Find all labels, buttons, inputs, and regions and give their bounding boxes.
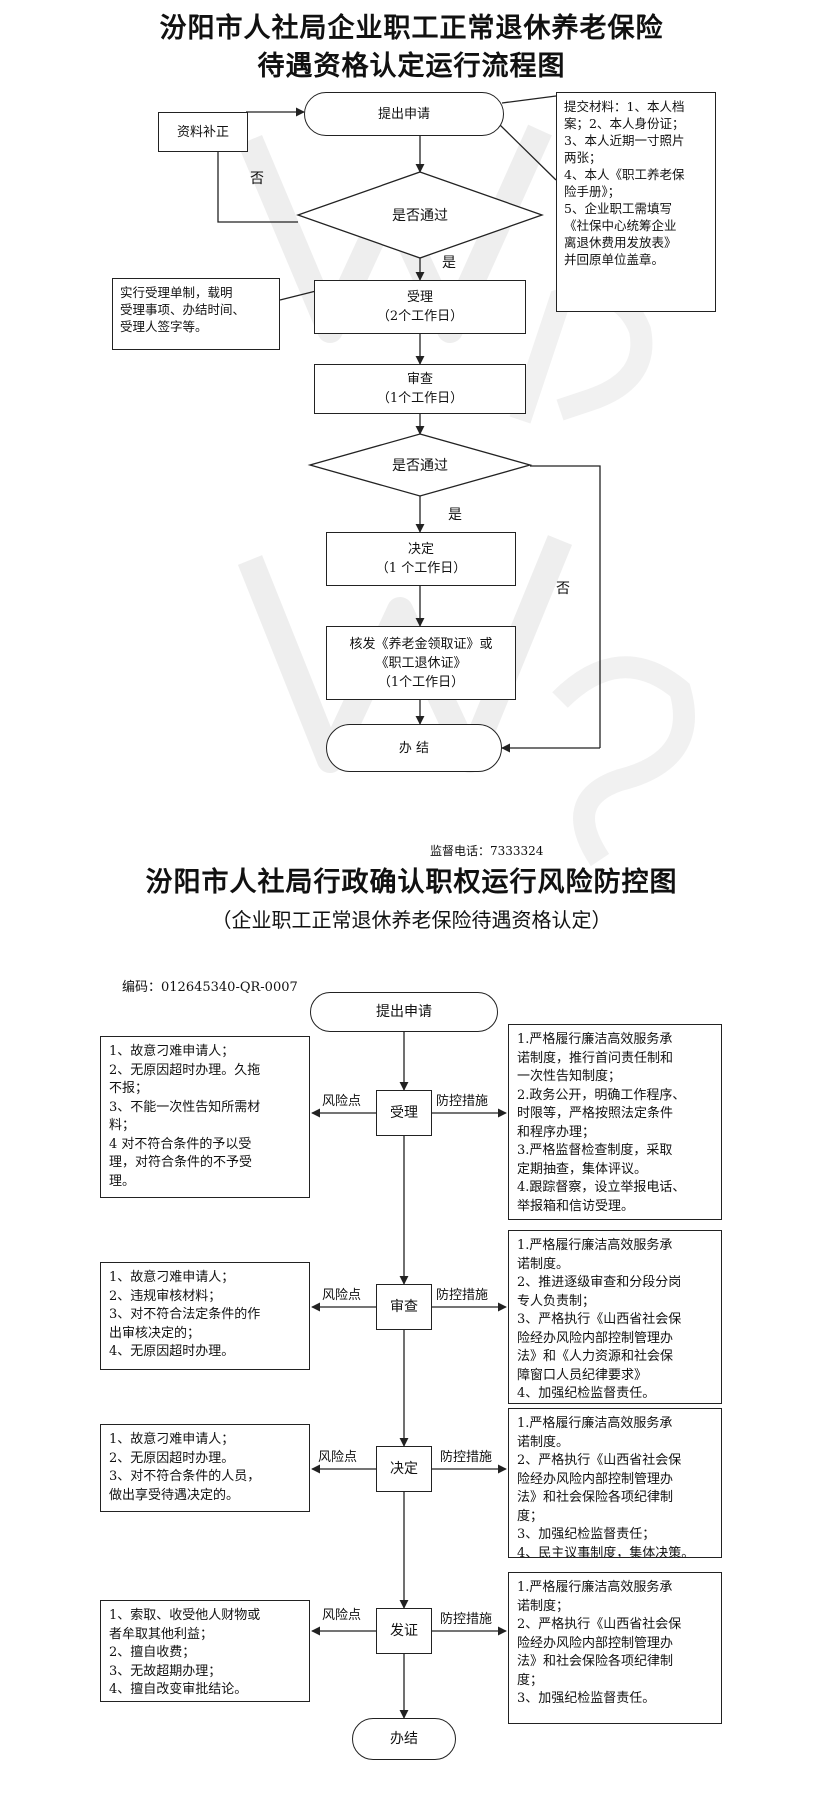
step-accept-risk-label: 风险点 — [322, 1094, 362, 1109]
flowchart-title-line1: 汾阳市人社局企业职工正常退休养老保险 — [159, 13, 664, 44]
step-accept-measure-label: 防控措施 — [436, 1094, 489, 1109]
step-issue-risk-label: 风险点 — [322, 1608, 362, 1623]
flowchart-title-line2: 待遇资格认定运行流程图 — [257, 51, 566, 82]
step-decide-measure-box: 1.严格履行廉洁高效服务承 诺制度。 2、严格执行《山西省社会保 险经办风险内部… — [508, 1408, 722, 1558]
decide-node: 决定 （1 个工作日） — [326, 532, 516, 586]
supplement-box: 资料补正 — [158, 112, 248, 152]
review-duration: （1个工作日） — [376, 391, 464, 406]
decision1-yes-label: 是 — [442, 255, 456, 271]
risk-chart-subtitle: （企业职工正常退休养老保险待遇资格认定） — [211, 908, 612, 932]
accept-node: 受理 （2个工作日） — [314, 280, 526, 334]
step-accept-node: 受理 — [376, 1090, 432, 1136]
apply-start-node: 提出申请 — [304, 92, 504, 136]
decide-duration: （1 个工作日） — [375, 561, 467, 576]
accept-label: 受理 — [406, 290, 433, 305]
step-review-risk-box: 1、故意刁难申请人； 2、违规审核材料； 3、对不符合法定条件的作 出审核决定的… — [100, 1262, 310, 1370]
decision2-yes-label: 是 — [448, 507, 462, 523]
decide-label: 决定 — [407, 542, 434, 557]
risk-finish-label: 办结 — [390, 1730, 418, 1747]
step-decide-risk-box: 1、故意刁难申请人； 2、无原因超时办理。 3、对不符合条件的人员， 做出享受待… — [100, 1424, 310, 1512]
risk-chart-title: 汾阳市人社局行政确认职权运行风险防控图 — [145, 867, 678, 898]
accept-note: 实行受理单制，载明 受理事项、办结时间、 受理人签字等。 — [112, 278, 280, 350]
step-decide-measure-label: 防控措施 — [440, 1450, 493, 1465]
review-label: 审查 — [406, 372, 433, 387]
hotline-text: 监督电话：7333324 — [430, 844, 544, 858]
document-code: 编码：012645340-QR-0007 — [122, 980, 298, 995]
step-review-measure-box: 1.严格履行廉洁高效服务承 诺制度。 2、推进逐级审查和分段分岗 专人负责制； … — [508, 1230, 722, 1404]
accept-duration: （2个工作日） — [376, 309, 464, 324]
apply-label: 提出申请 — [377, 106, 430, 122]
step-issue-label: 发证 — [390, 1622, 418, 1639]
step-decide-node: 决定 — [376, 1446, 432, 1492]
decision2-label: 是否通过 — [392, 458, 448, 474]
decision1-label: 是否通过 — [392, 208, 448, 224]
risk-apply-node: 提出申请 — [310, 992, 498, 1032]
step-review-measure-label: 防控措施 — [436, 1288, 489, 1303]
step-review-node: 审查 — [376, 1284, 432, 1330]
step-issue-node: 发证 — [376, 1608, 432, 1654]
issue-node: 核发《养老金领取证》或 《职工退休证》 （1个工作日） — [326, 626, 516, 700]
step-review-label: 审查 — [390, 1298, 418, 1315]
risk-finish-node: 办结 — [352, 1718, 456, 1760]
step-issue-measure-label: 防控措施 — [440, 1612, 493, 1627]
issue-duration: （1个工作日） — [377, 674, 465, 690]
step-review-risk-label: 风险点 — [322, 1288, 362, 1303]
issue-label-1: 核发《养老金领取证》或 — [349, 636, 493, 652]
supplement-label: 资料补正 — [176, 124, 229, 140]
review-node: 审查 （1个工作日） — [314, 364, 526, 414]
issue-label-2: 《职工退休证》 — [375, 655, 467, 671]
step-accept-risk-box: 1、故意刁难申请人； 2、无原因超时办理。久拖 不报； 3、不能一次性告知所需材… — [100, 1036, 310, 1198]
step-accept-measure-box: 1.严格履行廉洁高效服务承 诺制度，推行首问责任制和 一次性告知制度； 2.政务… — [508, 1024, 722, 1220]
risk-apply-label: 提出申请 — [376, 1003, 432, 1020]
decision1-no-label: 否 — [250, 171, 264, 187]
step-issue-measure-box: 1.严格履行廉洁高效服务承 诺制度； 2、严格执行《山西省社会保 险经办风险内部… — [508, 1572, 722, 1724]
step-decide-label: 决定 — [390, 1460, 418, 1477]
step-decide-risk-label: 风险点 — [318, 1450, 358, 1465]
finish-label: 办 结 — [398, 740, 430, 756]
step-issue-risk-box: 1、索取、收受他人财物或 者牟取其他利益； 2、擅自收费； 3、无故超期办理； … — [100, 1600, 310, 1702]
decision2-no-label: 否 — [556, 581, 570, 597]
materials-note: 提交材料：1、本人档 案；2、本人身份证； 3、本人近期一寸照片 两张； 4、本… — [556, 92, 716, 312]
finish-node: 办 结 — [326, 724, 502, 772]
step-accept-label: 受理 — [390, 1104, 418, 1121]
